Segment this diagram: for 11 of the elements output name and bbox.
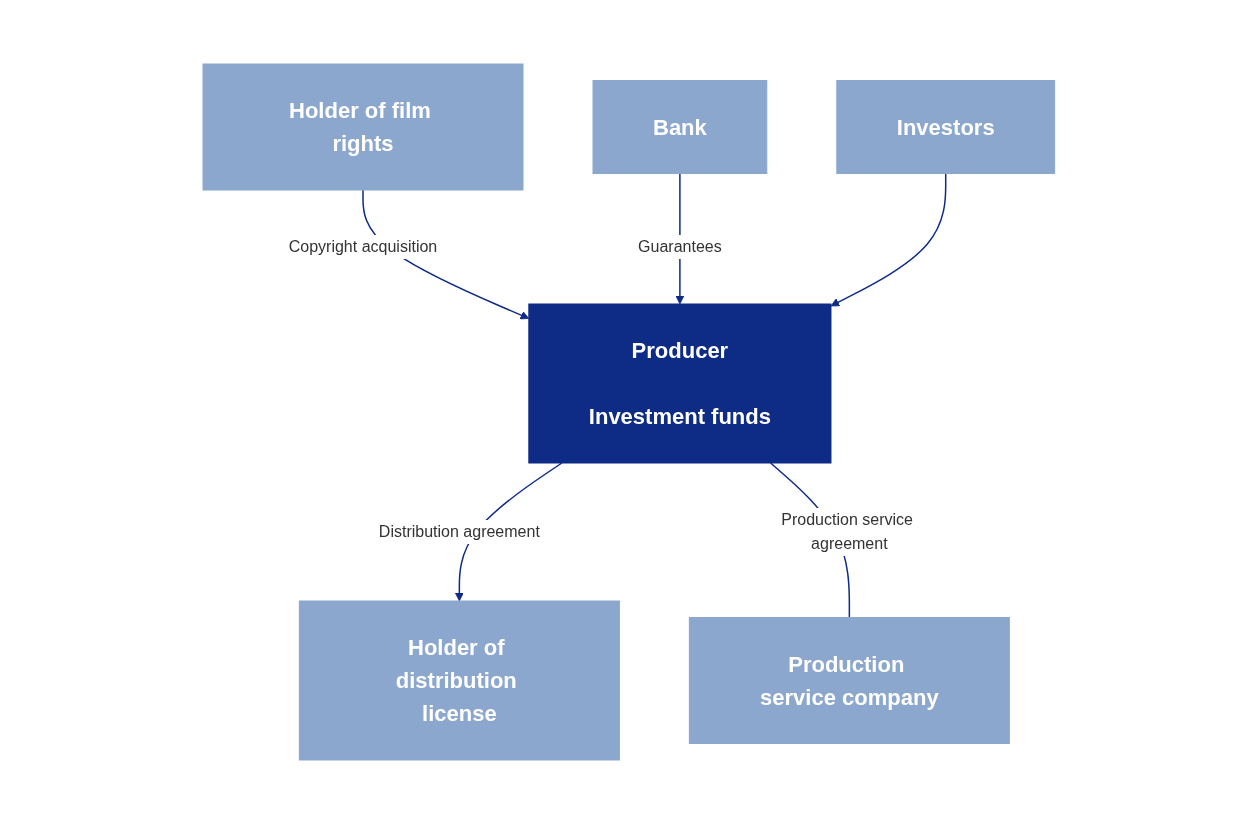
edge-label: Guarantees [637,238,722,255]
node-box: Bank [592,80,767,174]
edge-label: Distribution agreement [378,523,540,540]
node-box: Producer Investment funds [528,303,832,464]
edge-label: Copyright acquisition [288,238,437,255]
arrow [830,172,947,307]
node-box: Holder of film rights [202,63,524,191]
node-box: Holder of distribution license [298,600,620,761]
node-box: Investors [836,80,1055,174]
node-box: Production service company [688,617,1010,744]
edge-label: Production service agreement [781,511,913,552]
